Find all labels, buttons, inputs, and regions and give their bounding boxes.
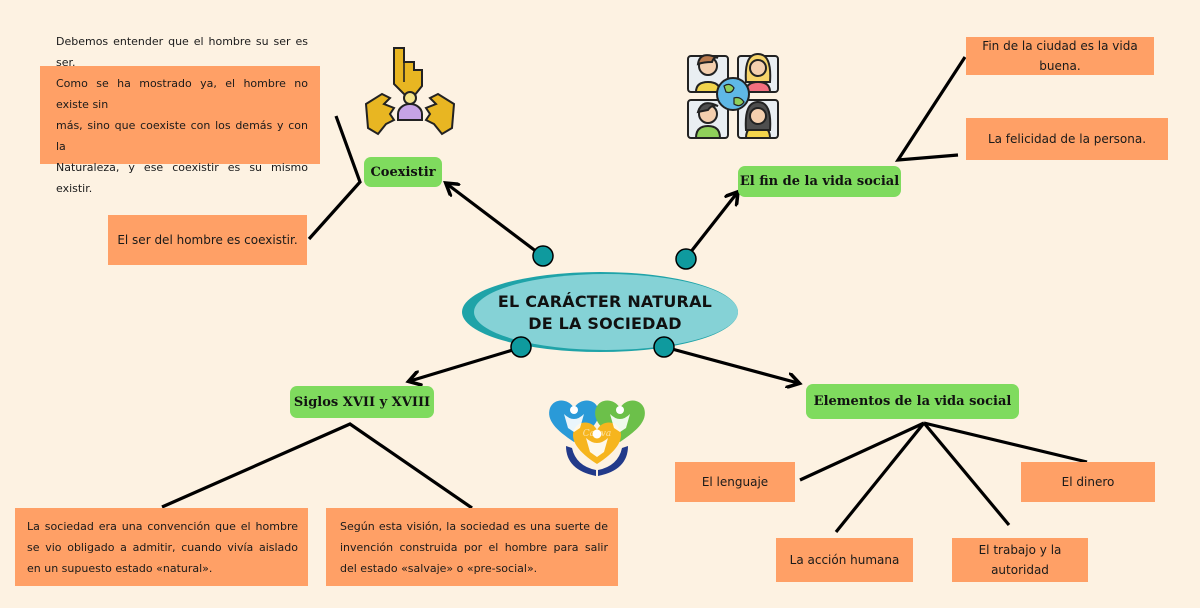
branch-coexistir-label: Coexistir	[370, 164, 436, 180]
note-dinero: El dinero	[1021, 462, 1155, 502]
logo-watermark: Canva	[583, 429, 612, 439]
node-dot	[653, 336, 675, 358]
coexistir-note-connector	[307, 115, 362, 241]
note-text: El trabajo y la autoridad	[978, 543, 1062, 577]
note-text: El dinero	[1061, 475, 1115, 489]
note-accion-humana: La acción humana	[776, 538, 913, 582]
branch-siglos[interactable]: Siglos XVII y XVIII	[290, 386, 434, 418]
note-line: más, sino que coexiste con los demás y c…	[56, 119, 308, 153]
arrow-to-coexistir	[447, 184, 538, 254]
elementos-note-connectors	[799, 421, 1088, 534]
note-ser-del-hombre: El ser del hombre es coexistir.	[108, 215, 307, 265]
node-dot	[532, 245, 554, 267]
branch-coexistir[interactable]: Coexistir	[364, 157, 442, 187]
note-trabajo-autoridad: El trabajo y la autoridad	[952, 538, 1088, 582]
branch-elementos-label: Elementos de la vida social	[813, 394, 1012, 409]
note-felicidad: La felicidad de la persona.	[966, 118, 1168, 160]
central-title-line-2: DE LA SOCIEDAD	[528, 314, 682, 333]
note-siglos-convencion: La sociedad era una convención que el ho…	[15, 508, 308, 586]
note-siglos-invencion: Según esta visión, la sociedad es una su…	[326, 508, 618, 586]
note-coexistir-definition: Debemos entender que el hombre su ser es…	[40, 35, 320, 195]
siglos-note-connector	[161, 422, 473, 510]
note-lenguaje: El lenguaje	[675, 462, 795, 502]
central-title-line-1: EL CARÁCTER NATURAL	[497, 292, 713, 311]
global-community-people-icon	[684, 44, 784, 142]
note-fin-ciudad: Fin de la ciudad es la vida buena.	[966, 37, 1154, 75]
note-text: La sociedad era una convención que el ho…	[27, 519, 298, 575]
note-text: El lenguaje	[701, 475, 769, 489]
note-text: El ser del hombre es coexistir.	[117, 233, 298, 247]
branch-elementos[interactable]: Elementos de la vida social	[806, 384, 1019, 419]
note-text: Fin de la ciudad es la vida buena.	[982, 39, 1138, 73]
arrow-to-fin-vida-social	[684, 193, 737, 259]
note-text: Según esta visión, la sociedad es una su…	[340, 519, 608, 575]
arrow-to-siglos	[410, 347, 517, 381]
central-ellipse	[462, 272, 738, 352]
note-text: La felicidad de la persona.	[987, 132, 1147, 146]
note-line: Como se ha mostrado ya, el hombre no exi…	[56, 77, 308, 111]
arrow-to-elementos	[671, 347, 798, 383]
pointing-hands-at-person-icon	[360, 44, 460, 140]
branch-fin-vida-social-label: El fin de la vida social	[739, 174, 900, 189]
note-text: La acción humana	[789, 553, 900, 567]
branch-siglos-label: Siglos XVII y XVIII	[293, 394, 431, 410]
hearts-hands-community-icon: Canva	[544, 394, 650, 480]
node-dot	[675, 248, 697, 270]
fin-note-connector	[894, 56, 967, 162]
node-dot	[510, 336, 532, 358]
note-line: Debemos entender que el hombre su ser es…	[56, 35, 308, 69]
note-line: Naturaleza, y ese coexistir es su mismo …	[56, 161, 308, 195]
branch-fin-vida-social[interactable]: El fin de la vida social	[738, 166, 901, 197]
central-topic-title: EL CARÁCTER NATURAL DE LA SOCIEDAD	[475, 283, 735, 343]
